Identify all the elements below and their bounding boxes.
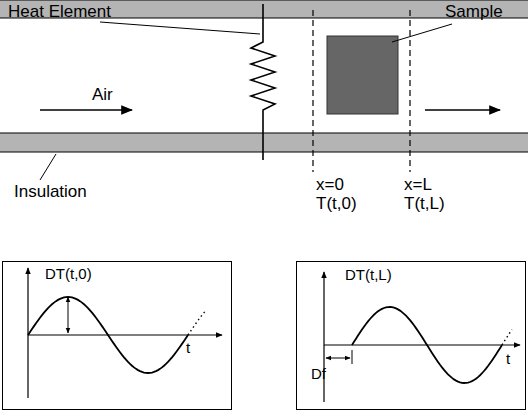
tick xyxy=(352,350,353,364)
sine-continuation xyxy=(502,330,512,345)
graph-box: DT(t,L) Df t xyxy=(296,261,526,410)
axis-label: t xyxy=(506,351,510,368)
part-name: Insulation xyxy=(14,183,87,202)
air-arrow xyxy=(40,109,132,111)
sample-block xyxy=(327,36,398,114)
signal-name: T(t,L) xyxy=(404,195,445,214)
sine-wave xyxy=(28,297,206,373)
section-line xyxy=(312,10,313,172)
section-line xyxy=(409,10,410,172)
flow-label: Air xyxy=(92,86,113,105)
air-arrow xyxy=(425,109,500,111)
amplitude-arrow xyxy=(68,297,69,333)
sine-wave xyxy=(352,307,512,383)
graph-box: DT(t,0) t xyxy=(2,261,232,410)
axis-label: t xyxy=(186,340,190,357)
sine-curve xyxy=(352,307,502,383)
heat-element xyxy=(251,4,275,160)
sine-curve xyxy=(28,297,188,373)
sine-continuation xyxy=(188,310,206,335)
part-name: Sample xyxy=(445,3,503,22)
position-label: x=L xyxy=(404,176,432,195)
leader-line xyxy=(100,22,260,34)
leader-line xyxy=(392,24,452,42)
leader-line xyxy=(40,154,56,180)
axis xyxy=(28,334,222,335)
axis xyxy=(323,272,324,402)
position-label: x=0 xyxy=(316,176,344,195)
axis xyxy=(324,344,520,345)
phase-label: Df xyxy=(311,366,326,383)
phase-arrow xyxy=(326,358,350,359)
signal-name: DT(t,L) xyxy=(345,267,392,284)
signal-name: DT(t,0) xyxy=(45,266,92,283)
part-name: Heat Element xyxy=(8,3,111,22)
insulation-band xyxy=(0,133,528,152)
signal-name: T(t,0) xyxy=(316,195,357,214)
